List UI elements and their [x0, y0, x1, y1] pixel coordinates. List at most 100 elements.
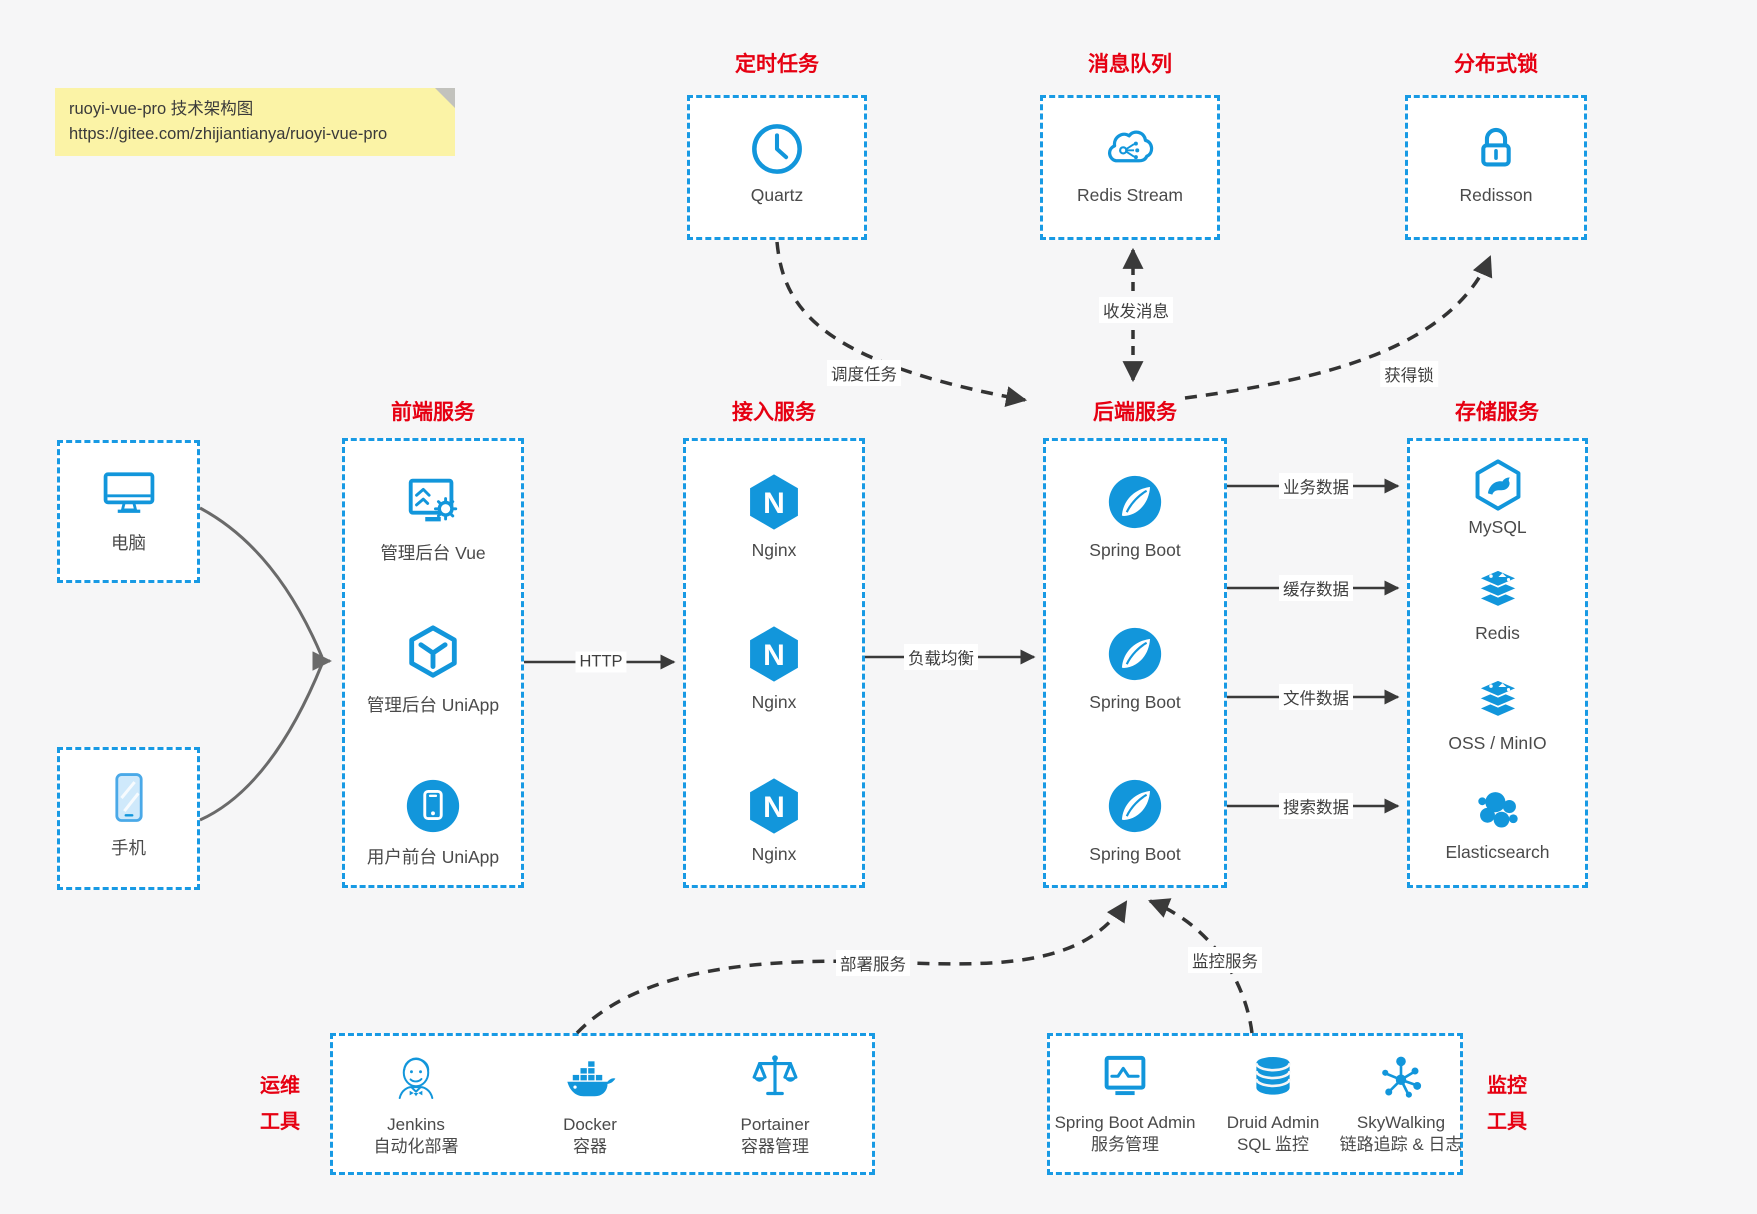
node-label: Redis	[1475, 623, 1520, 643]
node-springboot-2: Spring Boot	[1046, 623, 1224, 713]
note-title: ruoyi-vue-pro 技术架构图	[69, 100, 254, 118]
node-label: Redis Stream	[1076, 185, 1183, 205]
node-label-line1: SkyWalking	[1356, 1113, 1446, 1132]
monitor-title-line1: 监控	[1487, 1075, 1527, 1097]
group-title-scheduled-tasks: 定时任务	[735, 53, 819, 76]
desktop-icon	[99, 463, 159, 523]
group-title-message-queue: 消息队列	[1088, 53, 1172, 76]
node-springboot-3: Spring Boot	[1046, 775, 1224, 865]
ops-tools-box: Jenkins 自动化部署 Docker 容器 Portainer 容器管理	[330, 1033, 875, 1175]
node-label-line1: Druid Admin	[1226, 1113, 1320, 1132]
node-pc: 电脑	[60, 463, 197, 555]
node-label: OSS / MinIO	[1448, 733, 1547, 753]
edge-label-acquire-lock: 获得锁	[1380, 361, 1438, 387]
nginx-icon	[743, 471, 805, 533]
node-label-line2: 自动化部署	[373, 1137, 459, 1157]
edge-label-schedule-task: 调度任务	[827, 360, 901, 386]
note-fold-corner	[435, 88, 455, 108]
node-label-line2: 容器	[572, 1137, 607, 1157]
spring-boot-icon	[1104, 775, 1166, 837]
node-mobile: 手机	[60, 768, 197, 860]
node-label: SkyWalking 链路追踪 & 日志	[1340, 1112, 1463, 1157]
node-redis-stream: Redis Stream	[1043, 120, 1217, 206]
ops-title-line2: 工具	[260, 1111, 300, 1133]
mysql-icon	[1470, 457, 1526, 513]
note-url: https://gitee.com/zhijiantianya/ruoyi-vu…	[69, 124, 388, 143]
edge-label-business-data: 业务数据	[1279, 473, 1353, 499]
admin-vue-icon	[402, 471, 464, 533]
node-label: Spring Boot Admin 服务管理	[1055, 1112, 1196, 1157]
node-label-line2: 容器管理	[740, 1137, 809, 1157]
column-title-frontend: 前端服务	[391, 401, 475, 424]
node-oss-minio: OSS / MinIO	[1410, 673, 1585, 754]
node-label-line2: 服务管理	[1091, 1135, 1159, 1155]
node-label: Spring Boot	[1089, 844, 1181, 864]
node-label: 管理后台 Vue	[380, 543, 486, 563]
object-storage-icon	[1470, 673, 1526, 729]
spring-boot-icon	[1104, 471, 1166, 533]
access-services-box: Nginx Nginx Nginx	[683, 438, 865, 888]
ops-title-line1: 运维	[260, 1075, 300, 1097]
redis-stack-icon	[1470, 563, 1526, 619]
frontend-services-box: 管理后台 Vue 管理后台 UniApp 用户前台 UniApp	[342, 438, 524, 888]
node-nginx-2: Nginx	[686, 623, 862, 713]
node-label-line1: Portainer	[740, 1115, 810, 1134]
ops-tools-title: 运维 工具	[244, 1068, 316, 1140]
backend-services-box: Spring Boot Spring Boot Spring Boot	[1043, 438, 1227, 888]
edge-label-send-receive-message: 收发消息	[1099, 297, 1173, 323]
edge-label-load-balance: 负载均衡	[904, 644, 978, 670]
elasticsearch-icon	[1470, 782, 1526, 838]
node-jenkins: Jenkins 自动化部署	[346, 1050, 486, 1159]
storage-services-box: MySQL Redis OSS / MinIO Elasticsearch	[1407, 438, 1588, 888]
jenkins-icon	[387, 1050, 445, 1108]
edge-label-cache-data: 缓存数据	[1279, 575, 1353, 601]
node-label: Nginx	[751, 844, 797, 864]
lock-icon	[1467, 120, 1525, 178]
monitor-tools-box: Spring Boot Admin 服务管理 Druid Admin SQL 监…	[1047, 1033, 1463, 1175]
nginx-icon	[743, 623, 805, 685]
redisson-box: Redisson	[1405, 95, 1587, 240]
scales-icon	[746, 1050, 804, 1108]
node-springboot-1: Spring Boot	[1046, 471, 1224, 561]
node-label-line1: Jenkins	[387, 1115, 445, 1134]
node-quartz: Quartz	[690, 120, 864, 206]
node-label: Druid Admin SQL 监控	[1227, 1112, 1320, 1157]
monitor-title-line2: 工具	[1487, 1111, 1527, 1133]
quartz-box: Quartz	[687, 95, 867, 240]
pc-client-box: 电脑	[57, 440, 200, 583]
column-title-backend: 后端服务	[1093, 401, 1177, 424]
user-app-icon	[402, 775, 464, 837]
edge-label-deploy-service: 部署服务	[836, 950, 910, 976]
node-label-line1: Spring Boot Admin	[1054, 1113, 1196, 1132]
node-label-line1: Docker	[563, 1115, 617, 1134]
node-label: Portainer 容器管理	[741, 1114, 810, 1159]
node-nginx-1: Nginx	[686, 471, 862, 561]
node-elasticsearch: Elasticsearch	[1410, 782, 1585, 863]
node-label: Spring Boot	[1089, 540, 1181, 560]
node-admin-uniapp: 管理后台 UniApp	[345, 623, 521, 717]
edge-label-monitor-service: 监控服务	[1188, 947, 1262, 973]
cloud-network-icon	[1101, 120, 1159, 178]
database-cylinder-icon	[1245, 1050, 1301, 1106]
sticky-note: ruoyi-vue-pro 技术架构图 https://gitee.com/zh…	[55, 88, 455, 156]
nginx-icon	[743, 775, 805, 837]
column-title-storage: 存储服务	[1455, 401, 1539, 424]
node-spring-boot-admin: Spring Boot Admin 服务管理	[1050, 1050, 1200, 1157]
node-druid-admin: Druid Admin SQL 监控	[1203, 1050, 1343, 1157]
edge-label-search-data: 搜索数据	[1279, 793, 1353, 819]
node-label-line2: SQL 监控	[1236, 1135, 1310, 1155]
clock-icon	[748, 120, 806, 178]
edge-label-http: HTTP	[575, 651, 627, 673]
node-label: Docker 容器	[563, 1114, 617, 1159]
node-label: 用户前台 UniApp	[366, 847, 500, 867]
node-label: 管理后台 UniApp	[366, 695, 500, 715]
network-nodes-icon	[1373, 1050, 1429, 1106]
column-title-access: 接入服务	[732, 401, 816, 424]
node-mysql: MySQL	[1410, 457, 1585, 538]
spring-boot-icon	[1104, 623, 1166, 685]
node-label: Jenkins 自动化部署	[374, 1114, 459, 1159]
smartphone-icon	[99, 768, 159, 828]
redis-stream-box: Redis Stream	[1040, 95, 1220, 240]
node-label: Nginx	[751, 692, 797, 712]
